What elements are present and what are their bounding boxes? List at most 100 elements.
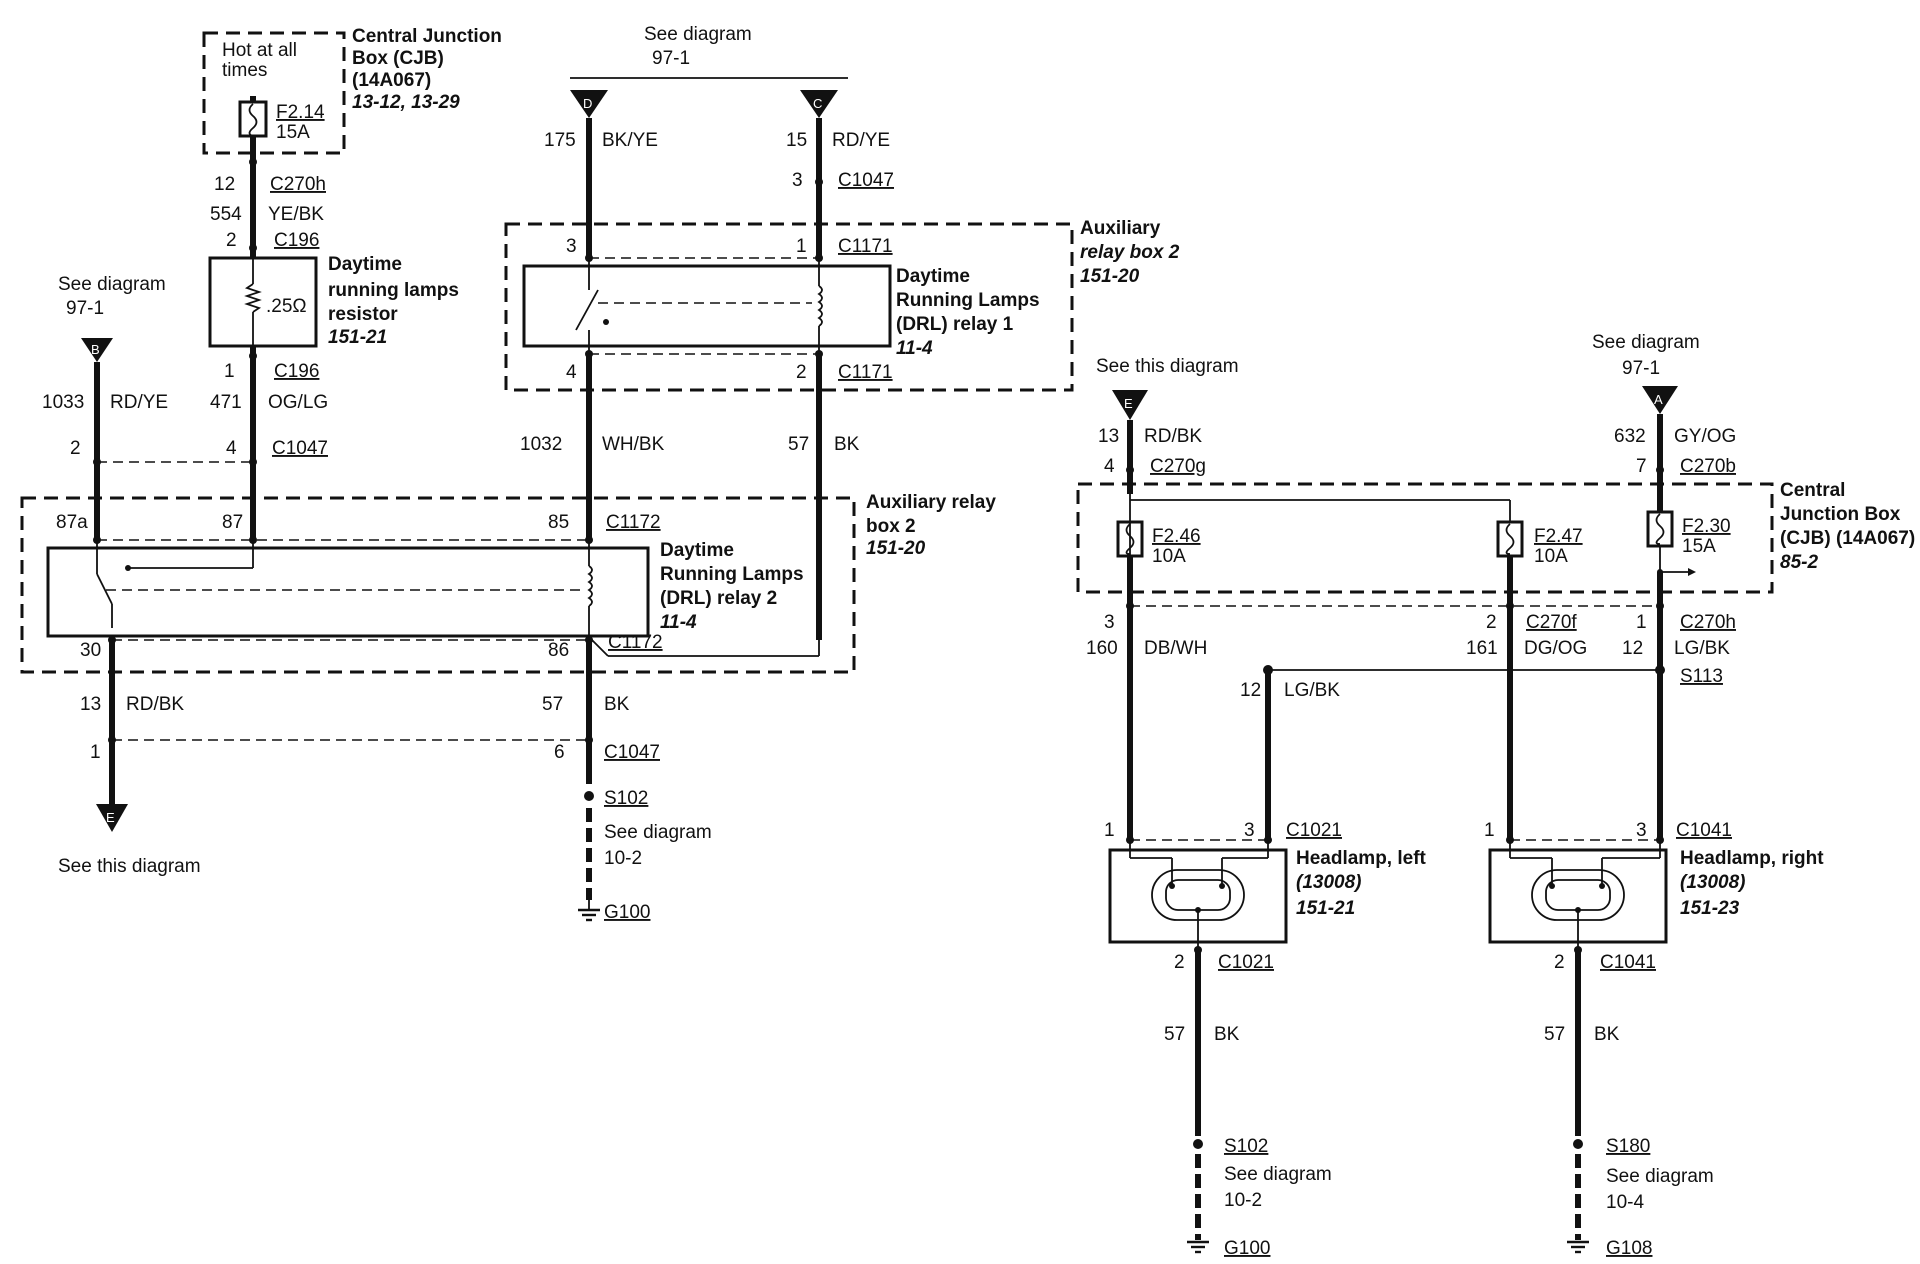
- resistor-title-1: Daytime: [328, 254, 402, 275]
- conn-c196-label: C196: [274, 230, 319, 251]
- cjb-left-hot-line2: times: [222, 60, 267, 81]
- relay1-title-1: Daytime: [896, 266, 970, 287]
- right-a-circuit: 632: [1614, 426, 1646, 447]
- relay2-pin86-label: 86: [548, 640, 569, 661]
- resistor-value: .25Ω: [266, 296, 307, 317]
- bottom-left-page2: 10-2: [604, 848, 642, 869]
- relay1-conn-bottom: C1171: [838, 362, 893, 383]
- splice-s102-right-icon: [1193, 1139, 1203, 1149]
- circuit-13-label: 13: [80, 694, 101, 715]
- color-yebk-label: YE/BK: [268, 204, 324, 225]
- right-a-pin: 7: [1636, 456, 1647, 477]
- aux-box2-title-1: Auxiliary relay: [866, 492, 996, 513]
- color-rdbk-label: RD/BK: [126, 694, 184, 715]
- ground-g108-icon: [1567, 1240, 1589, 1254]
- cjb-right-ref: 85-2: [1780, 552, 1818, 573]
- connector-b-letter: B: [91, 342, 100, 357]
- left-feed-page: 97-1: [66, 298, 104, 319]
- relay1-section: Auxiliary relay box 2 151-20 3 1 C1171 D…: [504, 218, 1180, 392]
- circuit-1032-label: 1032: [520, 434, 562, 455]
- circuit-175-label: 175: [544, 130, 576, 151]
- circuit-12-jumper-label: 12: [1240, 680, 1261, 701]
- color-lgbk-jumper-label: LG/BK: [1284, 680, 1340, 701]
- headlamp-left: 1 3 C1021 Headlamp, left (13008) 151-21 …: [1104, 820, 1427, 1259]
- cjb-left-title-1: Central Junction: [352, 26, 502, 47]
- resistor-box: [208, 256, 318, 348]
- circuit-57-label: 57: [542, 694, 563, 715]
- hl-right-page: 10-4: [1606, 1192, 1644, 1213]
- connector-pin: [249, 244, 257, 252]
- connector-e-letter: E: [106, 810, 115, 825]
- hl-left-terminal: [1169, 883, 1175, 889]
- circuit-1033-label: 1033: [42, 392, 84, 413]
- fuse-f214-icon: [238, 100, 268, 138]
- right-e-pin: 4: [1104, 456, 1115, 477]
- right-e-circuit: 13: [1098, 426, 1119, 447]
- resistor-wire: 12 C270h 554 YE/BK 2 C196 .25Ω Daytime r…: [208, 96, 459, 540]
- aux-box2-ref: 151-20: [866, 538, 926, 559]
- fuse-f230-amp: 15A: [1682, 536, 1716, 557]
- hl-right-terminal: [1549, 883, 1555, 889]
- cjb-right: Central Junction Box (CJB) (14A067) 85-2…: [1076, 480, 1915, 633]
- splice-s102-label: S102: [604, 788, 648, 809]
- hl-left-title-2: (13008): [1296, 872, 1362, 893]
- hl-right-see: See diagram: [1606, 1166, 1714, 1187]
- relay2-ref: 11-4: [660, 612, 697, 633]
- circuit-471-label: 471: [210, 392, 242, 413]
- hl-left-title-1: Headlamp, left: [1296, 848, 1427, 869]
- pin-87-label: 87: [222, 512, 243, 533]
- hl-right-pin1: 1: [1484, 820, 1495, 841]
- resistor-icon: [244, 283, 262, 313]
- hl-left-splice: S102: [1224, 1136, 1268, 1157]
- right-e-see: See this diagram: [1096, 356, 1239, 377]
- pin-1-c1047-label: 1: [90, 742, 101, 763]
- color-dbwh-label: DB/WH: [1144, 638, 1207, 659]
- color-oglg-label: OG/LG: [268, 392, 328, 413]
- pin-87a-label: 87a: [56, 512, 88, 533]
- relay2-title-2: Running Lamps: [660, 564, 804, 585]
- hl-left-color: BK: [1214, 1024, 1240, 1045]
- relay1-pin3-label: 3: [566, 236, 577, 257]
- hl-left-see: See diagram: [1224, 1164, 1332, 1185]
- color-bk-mid-label: BK: [834, 434, 860, 455]
- relay2-conn-bottom: C1172: [608, 632, 663, 653]
- pin-1-label: 1: [224, 361, 235, 382]
- relay1-switch-icon: [575, 289, 599, 331]
- conn-c1047-bottom-label: C1047: [604, 742, 660, 763]
- hl-right-title-2: (13008): [1680, 872, 1746, 893]
- hl-right-circuit: 57: [1544, 1024, 1565, 1045]
- aux-box2-title-2: box 2: [866, 516, 916, 537]
- pin-2-c1047-label: 2: [70, 438, 81, 459]
- color-bkye-label: BK/YE: [602, 130, 658, 151]
- pin-12-label: 12: [214, 174, 235, 195]
- cjb-right-box: [1076, 482, 1774, 594]
- fuse-f247-element: [1505, 523, 1515, 555]
- ground-g100-right-icon: [1187, 1240, 1209, 1254]
- hl-right-ref: 151-23: [1680, 898, 1740, 919]
- conn-c270h-label: C270h: [270, 174, 326, 195]
- fuse-f214-amp: 15A: [276, 122, 310, 143]
- hl-right-splice: S180: [1606, 1136, 1650, 1157]
- conn-c1047-label: C1047: [272, 438, 328, 459]
- bottom-left: 13 RD/BK 1 E See this diagram 57 BK 6 C1…: [58, 640, 712, 923]
- circuit-15-label: 15: [786, 130, 807, 151]
- fuse-f214-id: F2.14: [276, 102, 325, 123]
- relay1-coil-icon: [817, 285, 823, 327]
- aux-relay-box-1: [504, 222, 1074, 392]
- hl-right-terminal: [1599, 883, 1605, 889]
- connector-d-letter: D: [583, 96, 592, 111]
- relay1-title-3: (DRL) relay 1: [896, 314, 1014, 335]
- bottom-left-see: See this diagram: [58, 856, 201, 877]
- connector-pin: [1126, 466, 1134, 474]
- connector-c-arrow-icon: [800, 90, 838, 118]
- relay1-pin4-label: 4: [566, 362, 577, 383]
- left-feed-see: See diagram: [58, 274, 166, 295]
- connector-a-letter: A: [1654, 392, 1663, 407]
- left-feed: See diagram 97-1 B 1033 RD/YE 2 87a: [42, 274, 253, 540]
- relay1-contact-dot: [603, 319, 609, 325]
- connector-d-arrow-icon: [570, 90, 608, 118]
- pin-4-label: 4: [226, 438, 237, 459]
- hl-right-title-1: Headlamp, right: [1680, 848, 1824, 869]
- wire-57-return: [591, 639, 609, 657]
